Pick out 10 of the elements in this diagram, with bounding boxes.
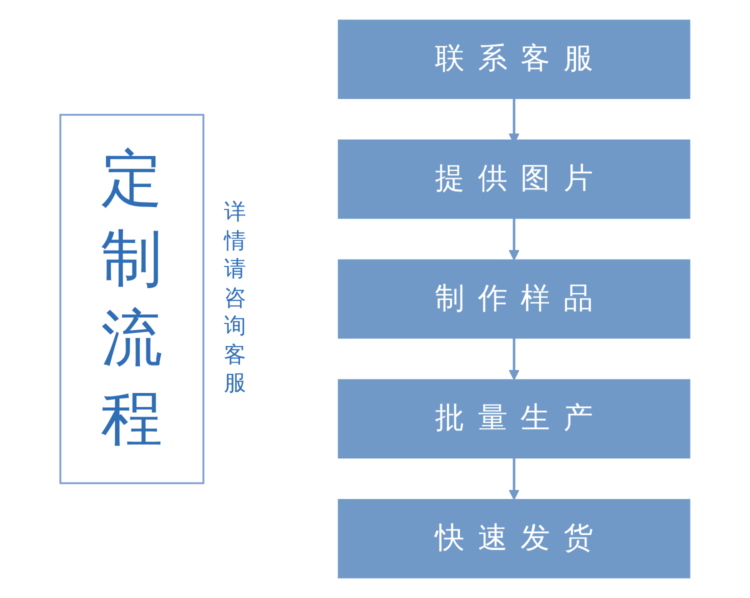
- arrow: [508, 218, 520, 260]
- node-box: 快速发货: [338, 499, 690, 578]
- arrow: [508, 458, 520, 500]
- node-box: 提供图片: [338, 140, 690, 219]
- node-box: 制作样品: [338, 259, 690, 339]
- arrow: [508, 338, 520, 380]
- note-text: 详情请咨询客服: [223, 198, 246, 398]
- node-box: 定制流程: [59, 114, 204, 484]
- node-box: 批量生产: [338, 379, 690, 458]
- node-box: 联系客服: [338, 20, 690, 99]
